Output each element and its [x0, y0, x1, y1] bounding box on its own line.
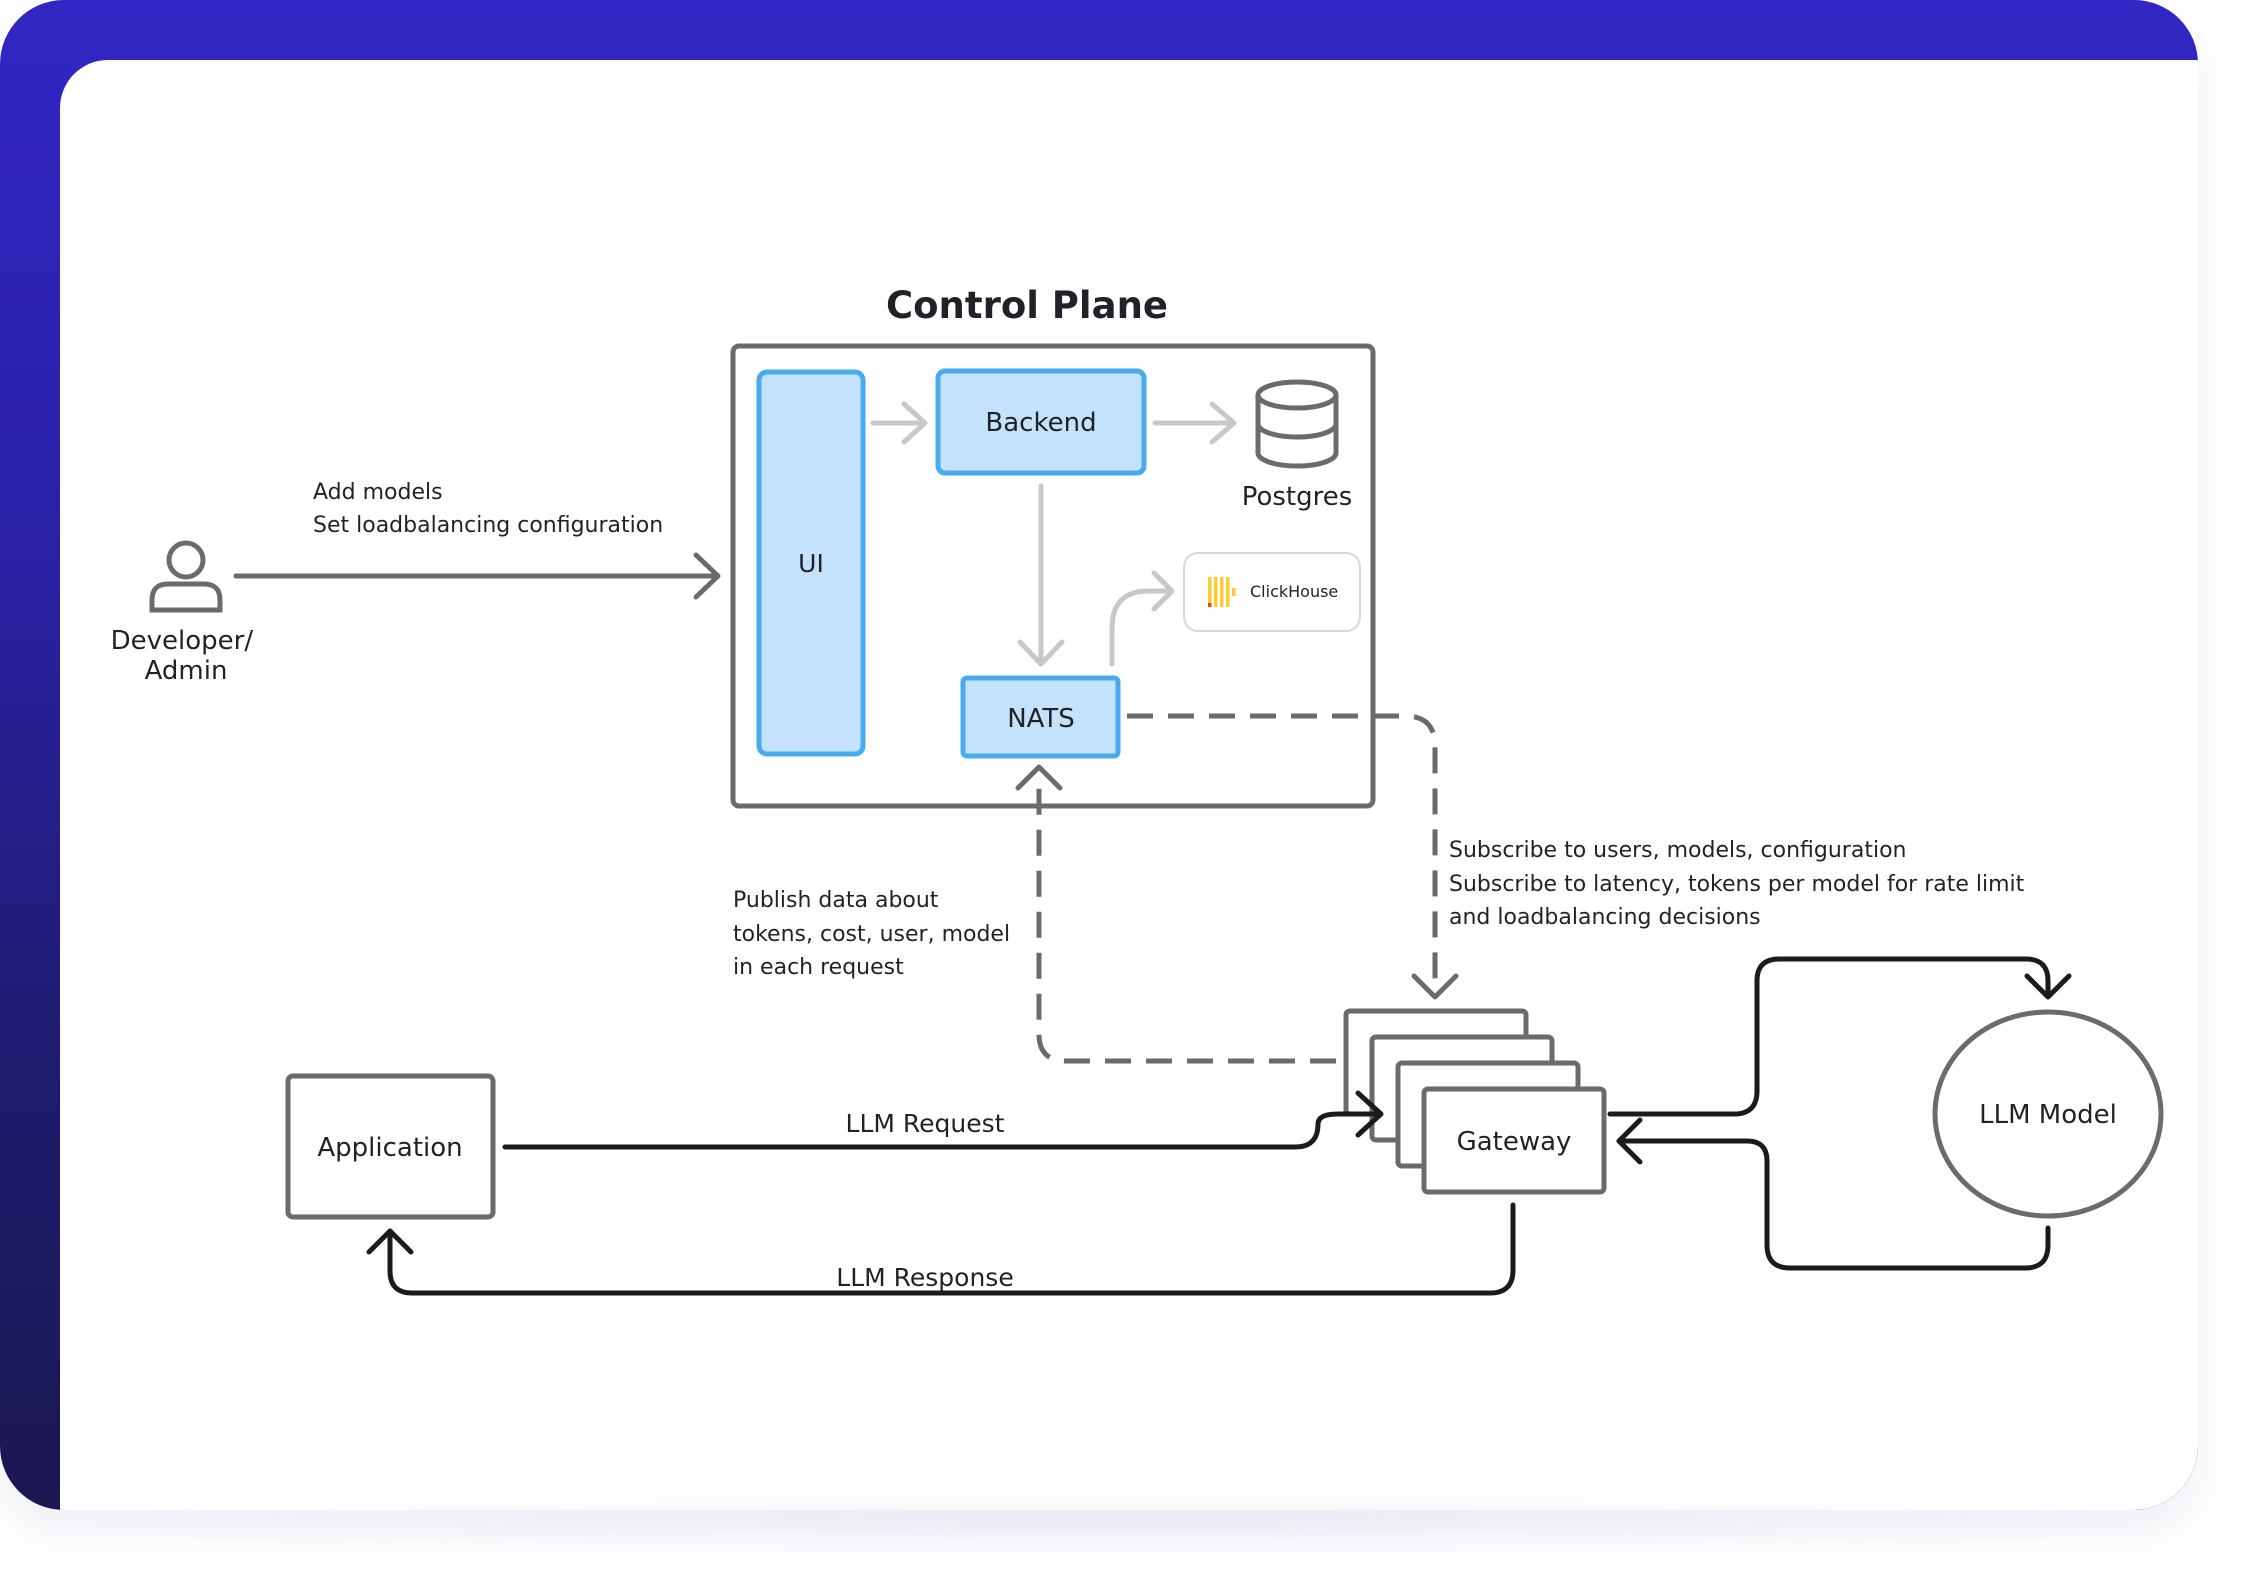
nats-to-gateway-arrowhead — [1411, 973, 1459, 1000]
gateway-node: Gateway — [1343, 1008, 1607, 1195]
application-node: Application — [285, 1073, 496, 1220]
postgres-label: Postgres — [1242, 482, 1353, 512]
nats-node: NATS — [960, 675, 1121, 759]
clickhouse-logo — [1208, 577, 1236, 607]
llm-model-label: LLM Model — [1979, 1100, 2117, 1130]
subscribe-label: Subscribe to users, models, configuratio… — [1449, 838, 2031, 930]
gateway-to-llm-arrow — [1607, 956, 2072, 1117]
developer-to-ui-label: Add models Set loadbalancing configurati… — [313, 480, 663, 538]
backend-label: Backend — [985, 408, 1096, 438]
clickhouse-label: ClickHouse — [1250, 582, 1338, 601]
backend-to-postgres-arrow — [1152, 401, 1237, 445]
control-plane-box — [730, 343, 1376, 809]
backend-node: Backend — [935, 368, 1147, 476]
nats-label: NATS — [1007, 704, 1075, 734]
ui-to-backend-arrow — [870, 401, 928, 445]
llm-response-arrow — [366, 1202, 1516, 1296]
llm-model-node: LLM Model — [1932, 1009, 2164, 1219]
nats-to-gateway-dashed-arrow — [1127, 713, 1438, 980]
publish-label: Publish data about tokens, cost, user, m… — [733, 888, 1017, 980]
backend-to-nats-arrow — [1017, 483, 1065, 667]
database-icon — [1255, 379, 1339, 469]
panel-shadow — [40, 1488, 2200, 1558]
developer-to-ui-arrow — [233, 552, 721, 600]
clickhouse-node: ClickHouse — [1183, 552, 1361, 632]
developer-label: Developer/ Admin — [111, 626, 262, 686]
llm-request-arrow — [502, 1090, 1384, 1150]
nats-to-clickhouse-arrow — [1109, 570, 1175, 667]
gateway-to-nats-arrowhead — [1015, 764, 1063, 791]
ui-node: UI — [756, 369, 866, 757]
gateway-label: Gateway — [1457, 1127, 1572, 1157]
ui-label: UI — [798, 549, 824, 578]
llm-request-label: LLM Request — [846, 1109, 1005, 1138]
application-label: Application — [317, 1133, 462, 1163]
background-frame — [0, 0, 2198, 1510]
gateway-to-nats-dashed-arrow — [1036, 778, 1336, 1064]
control-plane-title: Control Plane — [886, 284, 1168, 327]
gateway-stack-front — [1421, 1086, 1607, 1195]
llm-to-gateway-arrow — [1616, 1117, 2051, 1271]
llm-response-label: LLM Response — [836, 1263, 1013, 1292]
user-icon — [149, 540, 223, 613]
